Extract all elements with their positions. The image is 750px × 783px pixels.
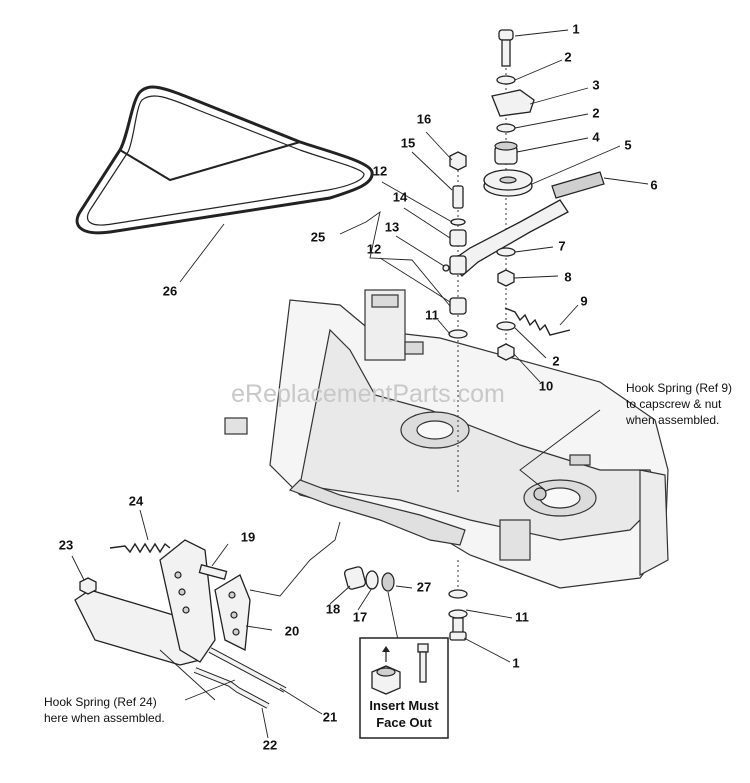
pivot-assembly <box>442 151 468 495</box>
callout-6: 6 <box>650 177 657 192</box>
insert-detail-inset: Insert Must Face Out <box>359 637 449 739</box>
callout-15: 15 <box>401 135 415 150</box>
mower-deck <box>224 289 669 589</box>
note-hook-spring-9: Hook Spring (Ref 9) to capscrew & nut wh… <box>625 381 732 427</box>
note-hook-spring-24: Hook Spring (Ref 24) here when assembled… <box>44 695 165 725</box>
callout-9: 9 <box>580 293 587 308</box>
callout-13: 13 <box>385 219 399 234</box>
inset-line1: Insert Must <box>369 698 439 713</box>
callout-12: 12 <box>367 241 381 256</box>
callout-23: 23 <box>59 537 73 552</box>
bracket-assembly <box>74 539 287 709</box>
capscrew-part-1 <box>498 29 514 41</box>
watermark: eReplacementParts.com <box>231 380 505 408</box>
callout-11: 11 <box>515 609 529 624</box>
callout-20: 20 <box>285 623 299 638</box>
lower-bolt-stack <box>448 560 468 641</box>
callout-7: 7 <box>558 238 565 253</box>
callout-24: 24 <box>129 493 144 508</box>
callout-4: 4 <box>592 129 600 144</box>
callout-21: 21 <box>323 709 337 724</box>
note-hook9-line1: Hook Spring (Ref 9) <box>626 381 732 395</box>
callout-12: 12 <box>373 163 387 178</box>
callout-18: 18 <box>326 601 340 616</box>
callout-1: 1 <box>512 655 519 670</box>
callout-17: 17 <box>353 609 367 624</box>
callout-2: 2 <box>592 105 599 120</box>
callout-10: 10 <box>539 378 553 393</box>
callout-26: 26 <box>163 283 177 298</box>
note-hook24-line2: here when assembled. <box>44 711 165 725</box>
callout-2: 2 <box>564 49 571 64</box>
callout-2: 2 <box>552 353 559 368</box>
callout-11: 11 <box>425 307 439 322</box>
callout-14: 14 <box>393 189 408 204</box>
callout-16: 16 <box>417 111 431 126</box>
note-hook9-line3: when assembled. <box>625 413 719 427</box>
callout-19: 19 <box>241 529 255 544</box>
idler-assembly <box>449 29 605 361</box>
spacer-parts <box>343 566 395 592</box>
note-hook24-line1: Hook Spring (Ref 24) <box>44 695 157 709</box>
belt <box>75 85 374 235</box>
callout-1: 1 <box>572 21 579 36</box>
inset-line2: Face Out <box>376 715 432 730</box>
callout-25: 25 <box>311 229 325 244</box>
callout-27: 27 <box>417 579 431 594</box>
leader-lines <box>71 29 649 739</box>
callouts: 1 2 3 2 4 5 6 7 8 9 2 10 16 15 12 14 13 … <box>59 21 658 752</box>
callout-5: 5 <box>624 137 631 152</box>
callout-3: 3 <box>592 77 599 92</box>
callout-22: 22 <box>263 737 277 752</box>
note-hook9-line2: to capscrew & nut <box>626 397 722 411</box>
callout-8: 8 <box>564 269 571 284</box>
